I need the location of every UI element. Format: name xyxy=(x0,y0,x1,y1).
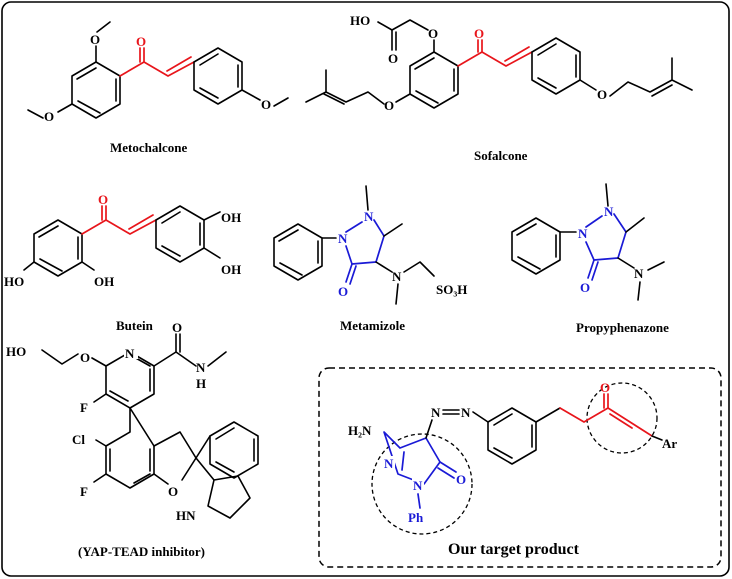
atom-o-ketone-butein: O xyxy=(98,192,108,207)
atom-h2n-target: H₂N xyxy=(348,423,372,438)
atom-o-metamizole: O xyxy=(338,284,348,299)
atom-o-ketone-target: O xyxy=(600,380,610,395)
atom-n3-propyphenazone: N xyxy=(634,266,644,281)
atom-oh-butein-4: OH xyxy=(221,262,241,277)
label-butein: Butein xyxy=(116,318,154,333)
label-sofalcone: Sofalcone xyxy=(474,148,528,163)
structure-target-product: H₂N O N N Ph N N O Ar xyxy=(348,380,677,535)
atom-oh-butein-3: OH xyxy=(221,210,241,225)
atom-cl-yap: Cl xyxy=(72,432,85,447)
atom-o-propyphenazone: O xyxy=(580,280,590,295)
atom-ph-target: Ph xyxy=(408,510,424,525)
atom-o-prenyl-1: O xyxy=(384,98,394,113)
atom-o-ketone-sofalcone: O xyxy=(474,26,484,41)
highlight-circle-enone xyxy=(586,382,658,454)
label-propyphenazone: Propyphenazone xyxy=(576,320,669,335)
atom-ho-butein-1: HO xyxy=(4,274,24,289)
atom-o-ether-yap: O xyxy=(80,350,90,365)
atom-n2-target: N xyxy=(413,478,423,493)
atom-o-methoxy-1: O xyxy=(90,32,100,47)
label-metochalcone: Metochalcone xyxy=(110,140,187,155)
atom-n-azo-2: N xyxy=(461,405,471,420)
atom-n3-metamizole: N xyxy=(392,269,402,284)
atom-f-yap-2: F xyxy=(80,484,88,499)
atom-n-pyridine: N xyxy=(125,346,135,361)
structure-metochalcone: O O O O xyxy=(27,21,289,124)
atom-o-methoxy-3: O xyxy=(261,97,271,112)
structure-metamizole: N N O N SO₃H xyxy=(273,185,467,305)
atom-h-amide-yap: H xyxy=(196,376,206,391)
target-product-box xyxy=(318,367,722,568)
label-metamizole: Metamizole xyxy=(340,318,405,333)
atom-o-target-pyrazolone: O xyxy=(456,472,466,487)
atom-o-amide-yap: O xyxy=(172,320,182,335)
atom-ar-target: Ar xyxy=(662,436,677,451)
atom-n1-metamizole: N xyxy=(338,231,348,246)
structure-yap-tead-inhibitor: N O HO F O N H Cl F O HN xyxy=(6,320,259,523)
atom-n-azo-1: N xyxy=(431,405,441,420)
atom-o-carbonyl-sofalcone: O xyxy=(388,51,398,66)
atom-n2-propyphenazone: N xyxy=(604,204,614,219)
atom-n1-target: N xyxy=(384,456,394,471)
highlight-circle-pyrazolone xyxy=(371,433,473,535)
atom-ho-sofalcone: HO xyxy=(350,13,370,28)
atom-n2-metamizole: N xyxy=(364,209,374,224)
atom-n1-propyphenazone: N xyxy=(578,226,588,241)
atom-o-ether-sofalcone: O xyxy=(428,26,438,41)
atom-o-furan-yap: O xyxy=(168,484,178,499)
atom-f-yap-1: F xyxy=(80,400,88,415)
structure-propyphenazone: N N O N xyxy=(511,183,665,301)
atom-ho-yap: HO xyxy=(6,344,26,359)
atom-n-amide-yap: N xyxy=(196,360,206,375)
atom-o-methoxy-2: O xyxy=(44,109,54,124)
structure-sofalcone: O HO O O O O xyxy=(305,13,693,113)
atom-oh-butein-2: OH xyxy=(94,274,114,289)
atom-o-ketone-metochalcone: O xyxy=(136,34,146,49)
structure-butein: HO OH O OH OH xyxy=(4,192,241,289)
label-target-product: Our target product xyxy=(448,541,580,558)
atom-o-prenyl-2: O xyxy=(597,87,607,102)
atom-so3h-metamizole: SO₃H xyxy=(436,282,467,297)
atom-hn-yap: HN xyxy=(176,508,196,523)
label-yap-tead: (YAP-TEAD inhibitor) xyxy=(78,544,205,559)
